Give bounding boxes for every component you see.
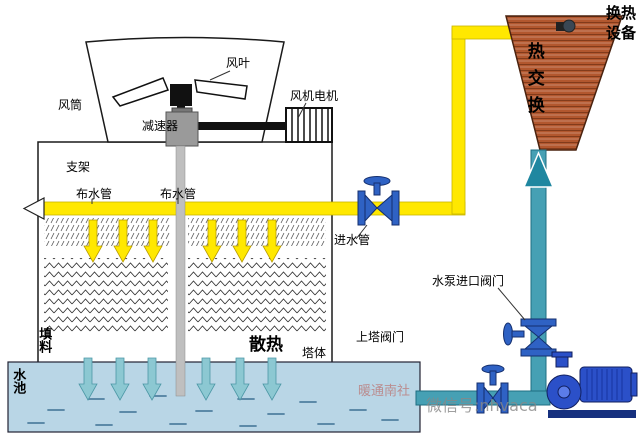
exchanger-device-label: 换热 设备 bbox=[606, 4, 637, 42]
hot-water-pipe-top bbox=[451, 25, 517, 40]
fill-material-label: 填料 bbox=[36, 327, 52, 353]
upflow-arrow bbox=[522, 151, 555, 188]
label-leader-lines bbox=[91, 70, 526, 321]
hot-water-pipe-vertical bbox=[451, 27, 466, 215]
reducer-label: 减速器 bbox=[142, 119, 179, 133]
pool-ripples bbox=[27, 395, 399, 427]
fill-material-right bbox=[188, 258, 326, 333]
pump-inlet-valve-label: 水泵进口阀门 bbox=[432, 274, 505, 288]
fan-duct-label: 风筒 bbox=[58, 98, 83, 112]
heat-dissipation-label: 散热 bbox=[249, 335, 283, 355]
pool-label: 水池 bbox=[10, 368, 26, 394]
exchanger-top-fitting bbox=[556, 19, 576, 33]
tower-body-label: 塔体 bbox=[302, 346, 327, 360]
pump-inlet-valve bbox=[503, 318, 557, 357]
fan-motor bbox=[285, 107, 333, 143]
dist-pipe-label-right: 布水管 bbox=[160, 187, 197, 201]
pipe-flow-arrowhead bbox=[22, 197, 45, 220]
dist-pipe-label-left: 布水管 bbox=[76, 187, 113, 201]
tower-valve-label: 上塔阀门 bbox=[356, 330, 405, 344]
drive-shaft-bar bbox=[198, 122, 286, 130]
watermark-brand: 暖通南社 bbox=[358, 384, 411, 399]
inlet-pipe-valve bbox=[357, 176, 400, 226]
tower-center-shaft bbox=[175, 145, 186, 397]
fan-motor-label: 风机电机 bbox=[290, 89, 339, 103]
water-pool bbox=[7, 361, 421, 433]
fan-hub bbox=[170, 84, 192, 106]
watermark-wechat: 微信号:nhvaca bbox=[426, 396, 538, 415]
hot-water-pipe-horizontal bbox=[37, 201, 466, 216]
heat-exchange-label: 热交换 bbox=[523, 42, 544, 123]
tower-feed-valve bbox=[476, 364, 509, 414]
water-pump bbox=[546, 351, 638, 418]
heat-exchanger bbox=[505, 15, 624, 151]
fan-blade-label: 风叶 bbox=[226, 56, 251, 70]
inlet-pipe-label: 进水管 bbox=[334, 233, 371, 247]
fan-blades bbox=[111, 77, 248, 107]
fill-material-left bbox=[44, 258, 168, 333]
support-label: 支架 bbox=[66, 160, 91, 174]
